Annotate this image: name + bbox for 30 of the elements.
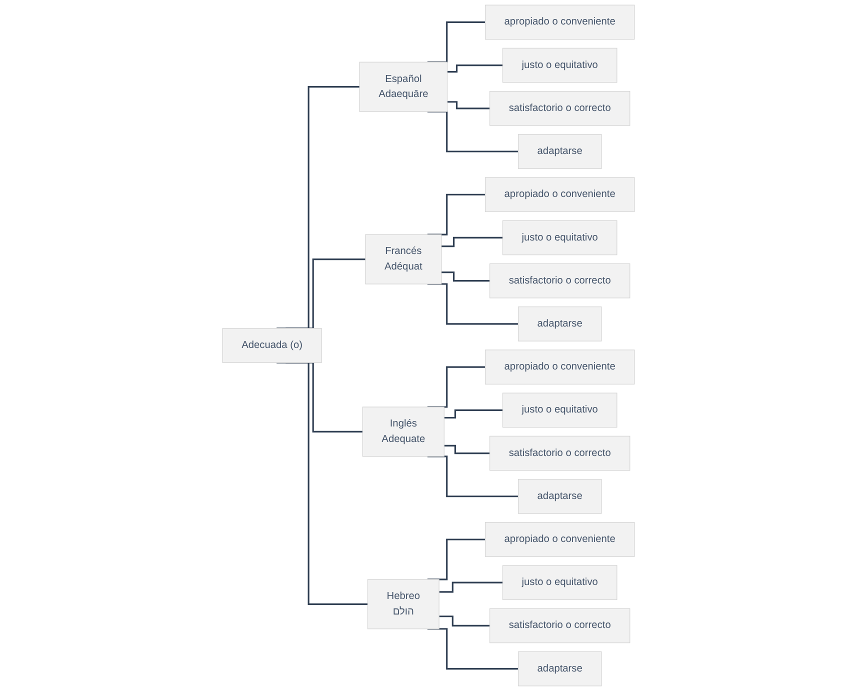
node-box: apropiado o conveniente <box>484 4 635 40</box>
connector <box>447 101 490 110</box>
connector <box>447 64 503 73</box>
connector <box>441 272 490 282</box>
node-box: adaptarse <box>518 478 602 514</box>
node-box: satisfactorio o correcto <box>489 436 630 471</box>
node-box: justo o equitativo <box>502 48 618 83</box>
node-box: justo o equitativo <box>502 392 618 428</box>
node-box: apropiado o conveniente <box>484 522 635 557</box>
node-box: apropiado o conveniente <box>484 350 635 384</box>
node-box: adaptarse <box>518 651 602 686</box>
node-box: justo o equitativo <box>502 565 618 600</box>
node-box: apropiado o conveniente <box>484 177 635 212</box>
node-box: justo o equitativo <box>502 220 618 256</box>
connector <box>427 628 518 670</box>
node-box: satisfactorio o correcto <box>489 608 630 644</box>
connector <box>427 21 486 63</box>
connector <box>444 444 490 454</box>
node-box: adaptarse <box>518 306 602 342</box>
connector <box>439 582 503 593</box>
connector <box>439 616 490 626</box>
node-box: adaptarse <box>518 134 602 169</box>
node-box: Inglés Adequate <box>362 406 444 457</box>
connector <box>444 409 503 419</box>
node-box: Español Adaequāre <box>359 62 448 112</box>
node-box: Adecuada (o) <box>222 328 322 363</box>
node-box: satisfactorio o correcto <box>489 90 630 126</box>
node-box: satisfactorio o correcto <box>489 263 630 298</box>
connector <box>441 236 503 248</box>
node-box: Francés Adéquat <box>365 234 442 284</box>
